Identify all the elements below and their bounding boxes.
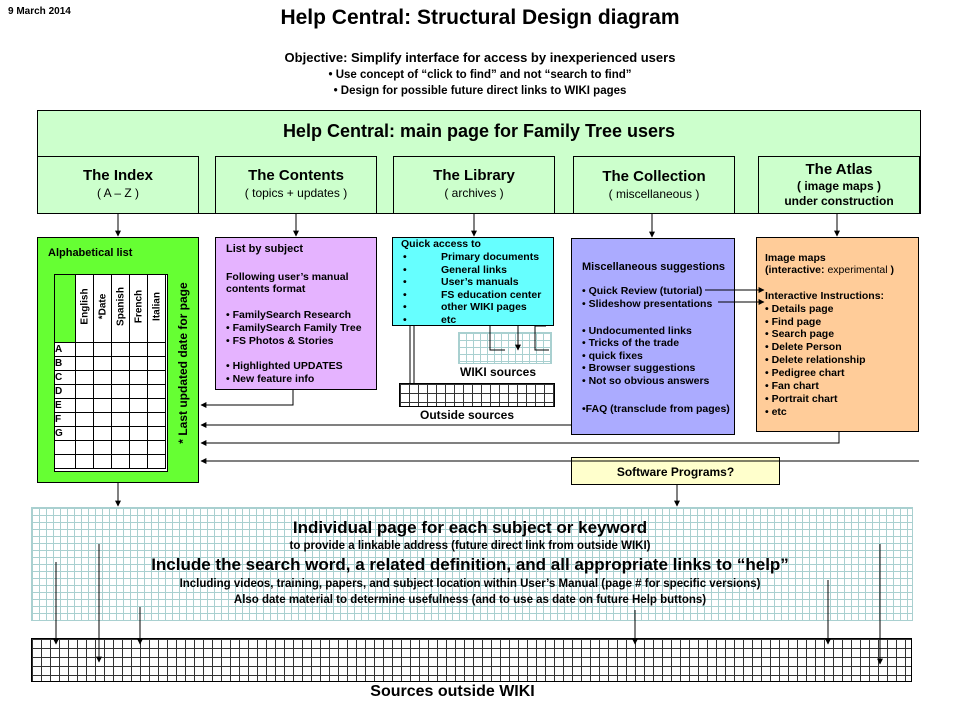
collection-item-browser[interactable]: • Browser suggestions [582, 362, 696, 374]
atlas-box[interactable]: Image maps (interactive: experimental ) … [756, 237, 919, 432]
library-item-primary[interactable]: Primary documents [441, 251, 540, 263]
collection-item-answers[interactable]: • Not so obvious answers [582, 375, 710, 387]
outside-sources-label: Outside sources [420, 408, 515, 422]
atlas-item-portrait[interactable]: • Portrait chart [765, 393, 838, 405]
collection-box[interactable]: Miscellaneous suggestions • Quick Review… [571, 238, 735, 435]
row-c[interactable]: C [54, 370, 76, 385]
library-item-general[interactable]: General links [441, 264, 507, 276]
section-collection-subtitle: ( miscellaneous ) [608, 187, 700, 201]
wiki-sources-grid [458, 332, 552, 364]
individual-page-area[interactable] [31, 507, 913, 621]
section-library-title: The Library [433, 167, 515, 184]
atlas-item-find[interactable]: • Find page [765, 316, 822, 328]
outside-sources-grid [399, 383, 555, 407]
library-box-title: Quick access to [401, 238, 481, 250]
objective-bullet-2: • Design for possible future direct link… [333, 85, 627, 97]
collection-item-quick-review[interactable]: • Quick Review (tutorial) [582, 285, 703, 297]
library-bullet-4: • [403, 289, 407, 301]
library-item-education[interactable]: FS education center [441, 289, 542, 301]
col-english: English [75, 274, 94, 343]
collection-item-slideshow[interactable]: • Slideshow presentations [582, 298, 713, 310]
atlas-box-subtitle: (interactive: experimental ) [765, 264, 894, 276]
col-spanish: Spanish [111, 274, 130, 343]
library-bullet-3: • [403, 276, 407, 288]
col-french: French [129, 274, 148, 343]
section-index-title: The Index [82, 167, 153, 184]
sources-outside-label: Sources outside WIKI [370, 683, 535, 700]
atlas-item-search[interactable]: • Search page [765, 328, 835, 340]
row-d[interactable]: D [54, 384, 76, 399]
contents-item-updates[interactable]: • Highlighted UPDATES [226, 360, 343, 372]
library-bullet-2: • [403, 264, 407, 276]
atlas-item-pedigree[interactable]: • Pedigree chart [765, 367, 845, 379]
collection-item-tricks[interactable]: • Tricks of the trade [582, 337, 680, 349]
collection-box-title: Miscellaneous suggestions [582, 261, 726, 273]
wiki-sources-label: WIKI sources [460, 365, 537, 379]
row-b[interactable]: B [54, 356, 76, 371]
individual-line-1: Individual page for each subject or keyw… [292, 518, 648, 537]
section-library[interactable]: The Library ( archives ) [393, 156, 555, 214]
library-item-etc[interactable]: etc [441, 314, 457, 326]
library-bullet-5: • [403, 301, 407, 313]
library-box[interactable]: Quick access to • Primary documents • Gene… [392, 237, 554, 326]
individual-line-5: Also date material to determine usefulne… [233, 594, 707, 606]
atlas-item-etc[interactable]: • etc [765, 406, 787, 418]
section-contents[interactable]: The Contents ( topics + updates ) [215, 156, 377, 214]
section-library-subtitle: ( archives ) [444, 186, 504, 200]
page-title: Help Central: Structural Design diagram [280, 6, 680, 29]
collection-item-fixes[interactable]: • quick fixes [582, 350, 643, 362]
individual-line-3: Include the search word, a related defin… [151, 555, 789, 574]
index-box[interactable]: Alphabetical list English *Date Spanish … [37, 237, 199, 483]
contents-line-1: Following user’s manual [226, 271, 349, 283]
contents-box-title: List by subject [226, 243, 304, 255]
library-bullet-1: • [403, 251, 407, 263]
arrow-atlas-to-index [200, 432, 840, 446]
row-e[interactable]: E [54, 398, 76, 413]
contents-line-2: contents format [226, 283, 306, 295]
library-item-wiki[interactable]: other WIKI pages [441, 301, 527, 313]
atlas-item-delete-person[interactable]: • Delete Person [765, 341, 842, 353]
index-box-title: Alphabetical list [48, 247, 133, 259]
library-item-manuals[interactable]: User’s manuals [441, 276, 519, 288]
row-a[interactable]: A [54, 342, 76, 357]
atlas-item-details[interactable]: • Details page [765, 303, 834, 315]
date-label: 9 March 2014 [8, 6, 71, 17]
main-page-title: Help Central: main page for Family Tree … [282, 121, 676, 141]
contents-item-family-tree[interactable]: • FamilySearch Family Tree [226, 322, 362, 334]
index-side-label: * Last updated date for page [176, 282, 190, 444]
objective-bullet-1: • Use concept of “click to find” and not… [328, 69, 632, 81]
section-atlas-subtitle: ( image maps ) [796, 179, 882, 193]
section-atlas-title: The Atlas [805, 161, 873, 178]
atlas-item-delete-relationship[interactable]: • Delete relationship [765, 354, 866, 366]
arrow-contents-to-index [200, 390, 294, 408]
contents-item-features[interactable]: • New feature info [226, 373, 315, 385]
collection-item-faq[interactable]: •FAQ (transclude from pages) [582, 403, 730, 415]
contents-box[interactable]: List by subject Following user’s manual … [215, 237, 377, 390]
individual-line-2: to provide a linkable address (future di… [289, 540, 651, 552]
contents-item-research[interactable]: • FamilySearch Research [226, 309, 352, 321]
section-contents-subtitle: ( topics + updates ) [244, 186, 348, 200]
contents-item-photos[interactable]: • FS Photos & Stories [226, 335, 334, 347]
atlas-instructions-heading: Interactive Instructions: [765, 290, 885, 302]
software-programs-box[interactable]: Software Programs? [571, 457, 780, 485]
col-italian: Italian [147, 274, 166, 343]
section-collection[interactable]: The Collection ( miscellaneous ) [573, 156, 735, 214]
atlas-box-title: Image maps [765, 252, 826, 264]
library-bullet-6: • [403, 314, 407, 326]
atlas-item-fan[interactable]: • Fan chart [765, 380, 819, 392]
section-atlas[interactable]: The Atlas ( image maps ) under construct… [758, 156, 920, 214]
row-f[interactable]: F [54, 412, 76, 427]
collection-item-undocumented[interactable]: • Undocumented links [582, 325, 692, 337]
row-g[interactable]: G [54, 426, 76, 441]
section-collection-title: The Collection [602, 168, 706, 185]
individual-line-4: Including videos, training, papers, and … [179, 578, 761, 590]
section-atlas-note: under construction [784, 194, 894, 208]
col-date: *Date [93, 274, 112, 343]
objective-heading: Objective: Simplify interface for access… [284, 50, 676, 65]
section-index[interactable]: The Index ( A – Z ) [37, 156, 199, 214]
sources-outside-grid [31, 638, 912, 682]
section-contents-title: The Contents [248, 167, 344, 184]
section-index-subtitle: ( A – Z ) [96, 186, 139, 200]
index-table: English *Date Spanish French Italian A B… [54, 274, 166, 469]
